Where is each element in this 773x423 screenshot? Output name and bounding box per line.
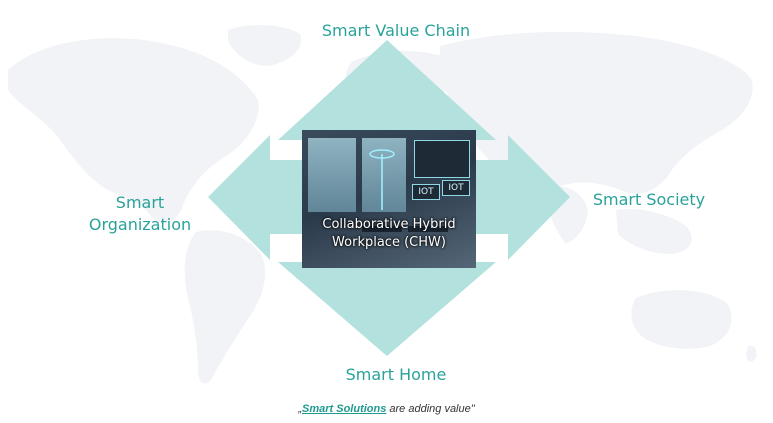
center-workplace-image: IOT IOT Collaborative Hybrid Workplace (… [302,130,476,268]
tagline-close-quote: " [470,403,475,415]
label-smart-organization-line2: Organization [88,215,192,234]
center-title: Collaborative Hybrid Workplace (CHW) [302,216,476,252]
tagline-open-quote: „ [298,403,302,415]
hologram-panel [414,140,470,178]
holographic-beam-icon [362,149,448,232]
label-smart-society: Smart Society [592,190,706,209]
continent-southeast-asia [616,208,692,254]
tagline-rest: are adding value [386,403,471,415]
center-title-line2: Workplace (CHW) [332,235,446,250]
label-smart-organization: Smart Organization [60,192,220,236]
continent-greenland [228,25,302,66]
continent-south-america [184,230,266,384]
iot-panel-2: IOT [412,184,440,200]
label-smart-home: Smart Home [345,365,447,384]
label-smart-organization-line1: Smart [115,193,165,212]
iot-panel-1: IOT [442,180,470,196]
continent-north-america [8,38,259,224]
arrow-down [278,200,496,356]
label-smart-value-chain: Smart Value Chain [321,21,471,40]
island-new-zealand [746,345,757,362]
tagline: „Smart Solutions are adding value" [0,403,773,415]
tagline-emphasis: Smart Solutions [302,403,387,415]
office-window-left [308,138,356,212]
continent-australia [631,290,732,349]
center-title-line1: Collaborative Hybrid [322,217,456,232]
arrow-up [278,40,496,200]
